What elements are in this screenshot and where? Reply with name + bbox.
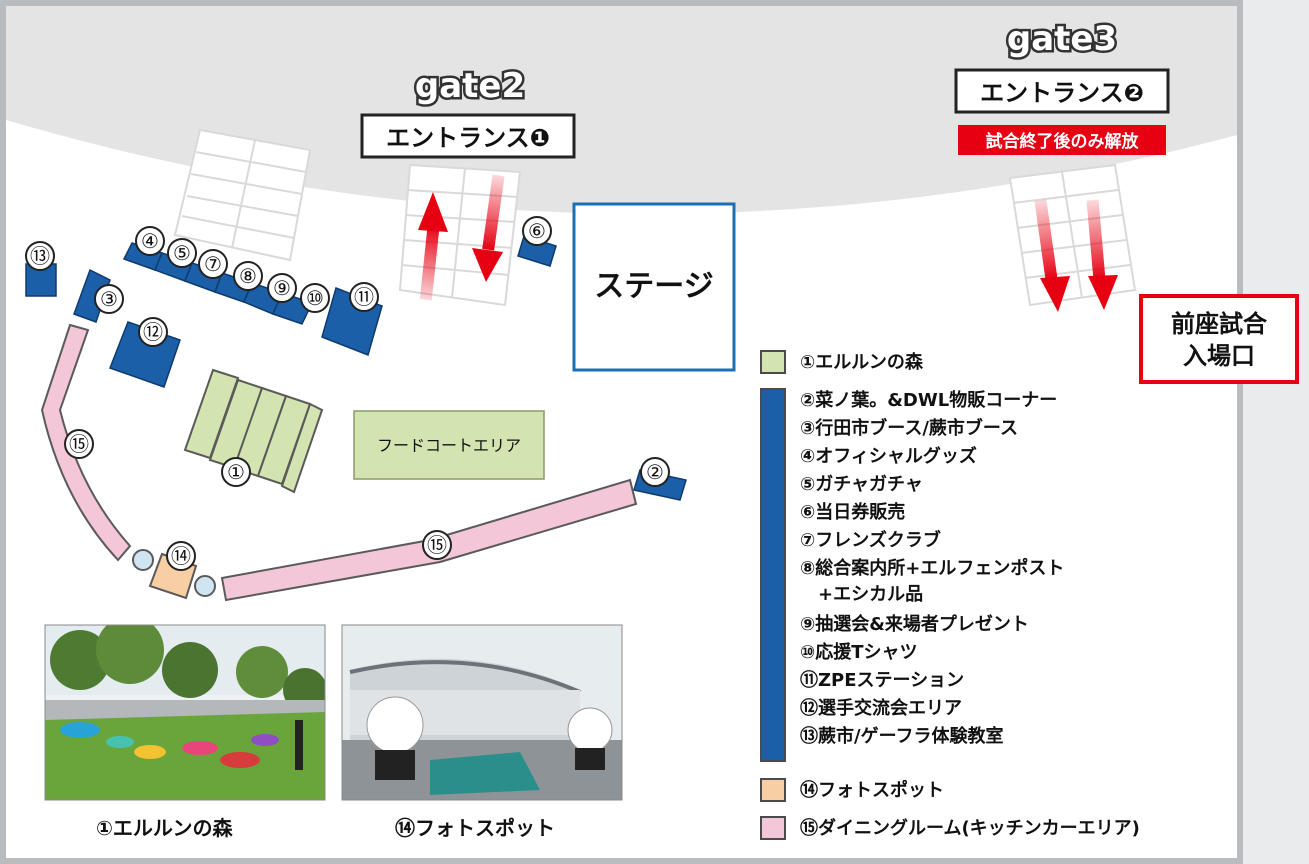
entry-arrows-gate2 — [418, 174, 505, 301]
photo-forest — [44, 624, 326, 801]
marker-circle-dining-1 — [64, 429, 94, 459]
marker-circle-support-tshirt — [300, 283, 330, 313]
marker-circle-day-tickets — [522, 216, 552, 246]
right-margin — [1240, 0, 1309, 864]
legend-item-forest: ①エルルンの森 — [800, 352, 923, 373]
marker-city-booth: ③ — [100, 287, 118, 311]
marker-circle-dining-2 — [422, 530, 452, 560]
legend-item-fan-shop: ②菜ノ葉。&DWL物販コーナー — [800, 390, 1058, 411]
legend-item-photospot: ⑭フォトスポット — [800, 780, 944, 801]
legend-item-dining: ⑮ダイニングルーム(キッチンカーエリア) — [800, 818, 1140, 839]
marker-circle-forest — [221, 457, 251, 487]
marker-circle-gacha — [167, 238, 197, 268]
marker-dining-2: ⑮ — [427, 533, 447, 557]
photo-caption-forest: ①エルルンの森 — [96, 816, 233, 840]
stadium-building — [6, 6, 1237, 214]
legend-swatch-green — [760, 350, 786, 374]
legend-item-flag-workshop: ⑬蕨市/ゲーフラ体験教室 — [800, 726, 1004, 747]
legend-item-information: ⑧総合案内所+エルフェンポスト — [800, 558, 1065, 579]
marker-official-goods: ④ — [141, 229, 159, 253]
gate3-sign: gate3 エントランス❷ 試合終了後のみ解放 — [954, 17, 1170, 155]
legend-item-day-tickets: ⑥当日券販売 — [800, 502, 906, 523]
marker-fan-shop: ② — [646, 460, 664, 484]
legend-swatch-pink — [760, 816, 786, 840]
legend-item-friends-club: ⑦フレンズクラブ — [800, 530, 941, 551]
marker-circle-flag-workshop — [25, 241, 55, 271]
legend-item-city-booth: ③行田市ブース/蕨市ブース — [800, 418, 1019, 439]
seating-grid-gate3 — [1008, 163, 1137, 307]
marker-circle-player-exchange — [138, 317, 168, 347]
gate3-entrance-label: エントランス❷ — [980, 79, 1144, 107]
stage-label: ステージ — [594, 269, 713, 304]
marker-circle-fan-shop — [640, 457, 670, 487]
legend-item-information-cont: +エシカル品 — [818, 584, 924, 605]
marker-photospot: ⑭ — [171, 544, 191, 568]
photo-photospot — [341, 624, 623, 801]
legend-swatch-blue — [760, 388, 786, 762]
marker-gacha: ⑤ — [173, 241, 191, 265]
marker-lottery: ⑨ — [273, 276, 291, 300]
marker-circle-friends-club — [198, 249, 228, 279]
marker-day-tickets: ⑥ — [528, 219, 546, 243]
legend-item-zpe-station: ⑪ZPEステーション — [800, 670, 965, 691]
pre-match-entrance-box — [1139, 294, 1299, 384]
legend-swatch-orange — [760, 778, 786, 802]
gate2-entrance-label: エントランス❶ — [386, 124, 550, 152]
marker-forest: ① — [227, 460, 245, 484]
marker-dining-1: ⑮ — [69, 432, 89, 456]
pre-match-entrance-line2: 入場口 — [1183, 342, 1255, 370]
gate3-label: gate3 — [1007, 19, 1117, 59]
foodcourt-label: フードコートエリア — [377, 436, 521, 455]
legend-item-lottery: ⑨抽選会&来場者プレゼント — [800, 614, 1029, 635]
marker-support-tshirt: ⑩ — [306, 286, 324, 310]
legend-item-support-tshirt: ⑩応援Tシャツ — [800, 642, 918, 663]
map-border — [0, 0, 1243, 864]
gate2-label: gate2 — [415, 66, 525, 106]
marker-circle-photospot — [166, 541, 196, 571]
gate2-sign: gate2 エントランス❶ — [360, 64, 576, 159]
seating-grid-left — [173, 128, 312, 262]
photo-caption-photospot: ⑭フォトスポット — [395, 816, 555, 840]
exit-arrows-gate3 — [1034, 199, 1118, 312]
foodcourt-area — [353, 410, 545, 480]
legend-item-gacha: ⑤ガチャガチャ — [800, 474, 923, 495]
marker-circle-zpe-station — [349, 282, 379, 312]
marker-circle-lottery — [267, 273, 297, 303]
marker-circle-information — [233, 261, 263, 291]
forest-area — [183, 368, 324, 494]
pre-match-entrance-line1: 前座試合 — [1171, 310, 1268, 338]
marker-information: ⑧ — [239, 264, 257, 288]
legend: ①エルルンの森 ②菜ノ葉。&DWL物販コーナー ③行田市ブース/蕨市ブース ④オフィ… — [760, 340, 1300, 860]
marker-player-exchange: ⑫ — [143, 320, 163, 344]
marker-flag-workshop: ⑬ — [30, 244, 50, 268]
marker-circle-official-goods — [135, 226, 165, 256]
gate3-note: 試合終了後のみ解放 — [986, 131, 1140, 152]
legend-item-player-exchange: ⑫選手交流会エリア — [800, 698, 962, 719]
legend-item-official-goods: ④オフィシャルグッズ — [800, 446, 977, 467]
marker-friends-club: ⑦ — [204, 252, 222, 276]
marker-circle-city-booth — [94, 284, 124, 314]
marker-zpe-station: ⑪ — [354, 285, 374, 309]
stage-box — [572, 202, 736, 372]
